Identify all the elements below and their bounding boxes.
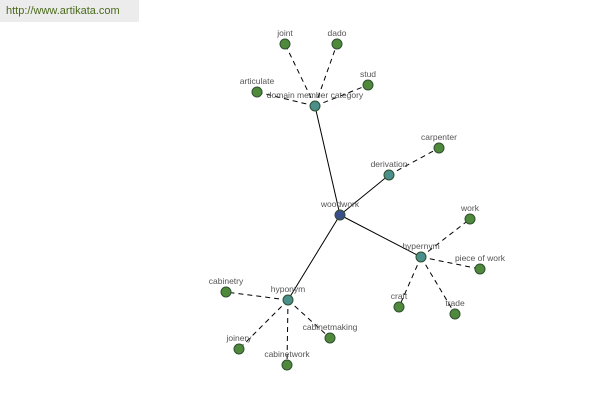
relation-label-hyponym: hyponym (271, 284, 306, 294)
relation-node-hypernym[interactable] (415, 251, 427, 263)
graph-labels: woodwork domain member category joint dado s… (209, 28, 506, 359)
term-node-articulate[interactable] (251, 86, 263, 98)
term-label-stud: stud (360, 69, 376, 79)
relation-label-domain-member-category: domain member category (267, 90, 364, 100)
edge-hyponym-to-cabinetmaking (287, 299, 331, 339)
edge-domain-member-category-to-stud (314, 84, 369, 107)
term-label-piece-of-work: piece of work (455, 253, 506, 263)
term-node-cabinetmaking[interactable] (324, 332, 336, 344)
term-node-stud[interactable] (362, 79, 374, 91)
term-label-joint: joint (276, 28, 293, 38)
edge-hyponym-to-cabinetwork (286, 299, 289, 366)
term-label-work: work (460, 203, 480, 213)
term-label-cabinetwork: cabinetwork (264, 349, 310, 359)
term-label-cabinetmaking: cabinetmaking (303, 322, 358, 332)
edge-root-to-domain-member-category (314, 105, 341, 216)
edge-hypernym-to-piece-of-work (420, 256, 481, 270)
term-node-piece-of-work[interactable] (474, 263, 486, 275)
edge-derivation-to-carpenter (388, 147, 440, 176)
term-label-craft: craft (391, 291, 408, 301)
edge-root-to-hypernym (339, 214, 422, 258)
term-node-work[interactable] (464, 213, 476, 225)
relation-node-derivation[interactable] (383, 169, 395, 181)
root-label: woodwork (320, 199, 360, 209)
edge-hyponym-to-joinery (238, 299, 289, 350)
graph-edges (225, 43, 481, 366)
term-node-cabinetry[interactable] (220, 286, 232, 298)
relation-label-hypernym: hypernym (402, 241, 439, 251)
relation-node-hyponym[interactable] (282, 294, 294, 306)
root-node-woodwork[interactable] (334, 209, 346, 221)
term-node-joint[interactable] (279, 38, 291, 50)
term-label-trade: trade (445, 298, 465, 308)
graph-nodes (220, 38, 486, 371)
edge-domain-member-category-to-joint (284, 43, 316, 107)
term-label-dado: dado (328, 28, 347, 38)
term-label-carpenter: carpenter (421, 132, 457, 142)
term-label-joinery: joinery (225, 333, 252, 343)
edge-root-to-hyponym (287, 214, 341, 301)
edge-hypernym-to-craft (398, 256, 422, 308)
term-node-dado[interactable] (331, 38, 343, 50)
edge-domain-member-category-to-articulate (256, 91, 316, 107)
edge-domain-member-category-to-dado (314, 43, 338, 107)
relation-node-domain-member-category[interactable] (309, 100, 321, 112)
edge-hypernym-to-trade (420, 256, 456, 315)
term-label-articulate: articulate (240, 76, 275, 86)
relation-label-derivation: derivation (371, 159, 408, 169)
site-url-link[interactable]: http://www.artikata.com (0, 0, 139, 22)
term-node-carpenter[interactable] (433, 142, 445, 154)
edge-root-to-derivation (339, 174, 390, 216)
edge-hyponym-to-cabinetry (225, 291, 289, 301)
edge-hypernym-to-work (420, 218, 471, 258)
term-label-cabinetry: cabinetry (209, 276, 244, 286)
term-node-craft[interactable] (393, 301, 405, 313)
term-node-joinery[interactable] (233, 343, 245, 355)
term-node-cabinetwork[interactable] (281, 359, 293, 371)
term-node-trade[interactable] (449, 308, 461, 320)
